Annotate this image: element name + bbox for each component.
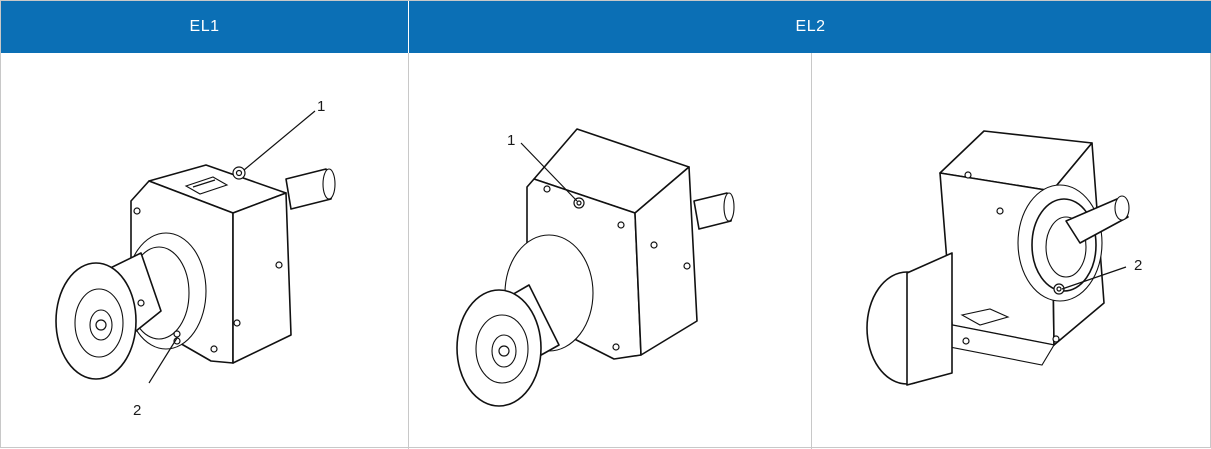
callout-1: 1	[507, 132, 515, 149]
column-header-el1: EL1	[1, 1, 408, 53]
callout-2: 2	[1134, 257, 1142, 274]
cell-el2-figure-rear: 2	[811, 53, 1211, 449]
cell-el1-figure: 1 2	[1, 53, 408, 449]
column-header-el2: EL2	[409, 1, 1211, 53]
el2-gearbox-front-drawing: 1	[456, 128, 735, 407]
callout-2: 2	[133, 402, 141, 419]
callout-1: 1	[317, 98, 325, 115]
header-divider	[408, 1, 409, 53]
el1-gearbox-drawing: 1 2	[55, 98, 336, 419]
cell-el2-figure-front: 1	[408, 53, 812, 449]
el2-gearbox-rear-drawing: 2	[866, 130, 1142, 386]
